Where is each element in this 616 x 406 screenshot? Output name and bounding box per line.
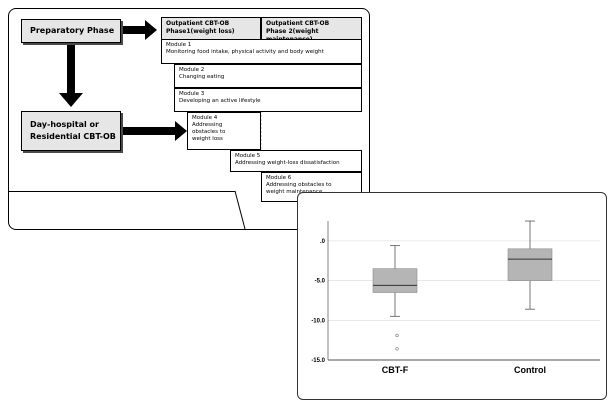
y-axis: .0 -5.0 -10.0 -15.0 (311, 221, 600, 364)
page-fold-diagonal (234, 190, 246, 230)
arrow-down-shaft (67, 45, 75, 97)
page-fold-line (9, 191, 235, 192)
module-3-desc: Developing an active lifestyle (179, 98, 261, 104)
module-5-title: Module 5 (235, 153, 261, 159)
module-2-box: Module 2 Changing eating (174, 64, 362, 88)
outlier-point (395, 347, 399, 351)
module-4-desc-line1: Addressing (192, 122, 223, 128)
module-1-desc: Monitoring food intake, physical activit… (166, 49, 324, 55)
flowchart-panel: Preparatory Phase Day-hospital or Reside… (8, 8, 370, 230)
module-4-desc-line3: weight loss (192, 136, 223, 142)
module-3-box: Module 3 Developing an active lifestyle (174, 88, 362, 112)
module-4-title: Module 4 (192, 115, 218, 121)
boxplot-panel: .0 -5.0 -10.0 -15.0 CBT-F Control (297, 192, 607, 400)
phase1-title: Outpatient CBT-OB (166, 20, 230, 27)
y-tick-label: -15.0 (311, 358, 325, 364)
module-1-title: Module 1 (166, 42, 192, 48)
module-3-title: Module 3 (179, 91, 205, 97)
day-hospital-label-line1: Day-hospital or (30, 120, 99, 129)
phase2-subtitle: Phase 2(weight maintenance) (266, 28, 319, 43)
day-hospital-box: Day-hospital or Residential CBT-OB (21, 111, 121, 151)
grid-lines (328, 240, 600, 361)
phase1-header: Outpatient CBT-OB Phase1(weight loss) (161, 17, 261, 40)
arrow-down-head (59, 93, 83, 107)
phase1-subtitle: Phase1(weight loss) (166, 28, 235, 35)
preparatory-phase-label: Preparatory Phase (30, 26, 115, 35)
phase2-header: Outpatient CBT-OB Phase 2(weight mainten… (261, 17, 362, 43)
iqr-box (507, 248, 553, 281)
module-2-title: Module 2 (179, 67, 205, 73)
phase2-title: Outpatient CBT-OB (266, 20, 330, 27)
preparatory-phase-box: Preparatory Phase (21, 19, 121, 43)
module-2-desc: Changing eating (179, 74, 225, 80)
x-category-label: Control (514, 365, 546, 375)
iqr-box (372, 268, 418, 293)
y-tick-label: -5.0 (315, 279, 326, 285)
arrow-right-bottom-shaft (123, 127, 177, 135)
arrow-right-top-shaft (123, 26, 147, 34)
module-5-box: Module 5 Addressing weight-loss dissatis… (230, 150, 362, 172)
boxplot-chart: .0 -5.0 -10.0 -15.0 CBT-F Control (311, 220, 600, 375)
category-labels: CBT-F Control (382, 365, 546, 375)
module-6-desc-line1: Addressing obstacles to (266, 182, 332, 188)
module-6-desc-line2: weight maintenance (266, 189, 323, 195)
module-4-desc-line2: obstacles to (192, 129, 226, 135)
y-tick-label: .0 (320, 239, 326, 245)
y-tick-label: -10.0 (311, 318, 325, 324)
arrow-right-bottom-head (175, 121, 187, 141)
module-5-desc: Addressing weight-loss dissatisfaction (235, 160, 340, 166)
module-4-box: Module 4 Addressing obstacles to weight … (187, 112, 261, 150)
box-series (372, 220, 553, 351)
outlier-point (395, 333, 399, 337)
day-hospital-label-line2: Residential CBT-OB (30, 132, 116, 141)
box-control (507, 220, 553, 310)
module-6-title: Module 6 (266, 175, 292, 181)
module-1-box: Module 1 Monitoring food intake, physica… (161, 40, 362, 64)
x-category-label: CBT-F (382, 365, 409, 375)
arrow-right-top-head (145, 20, 157, 40)
box-cbt-f (372, 245, 418, 351)
